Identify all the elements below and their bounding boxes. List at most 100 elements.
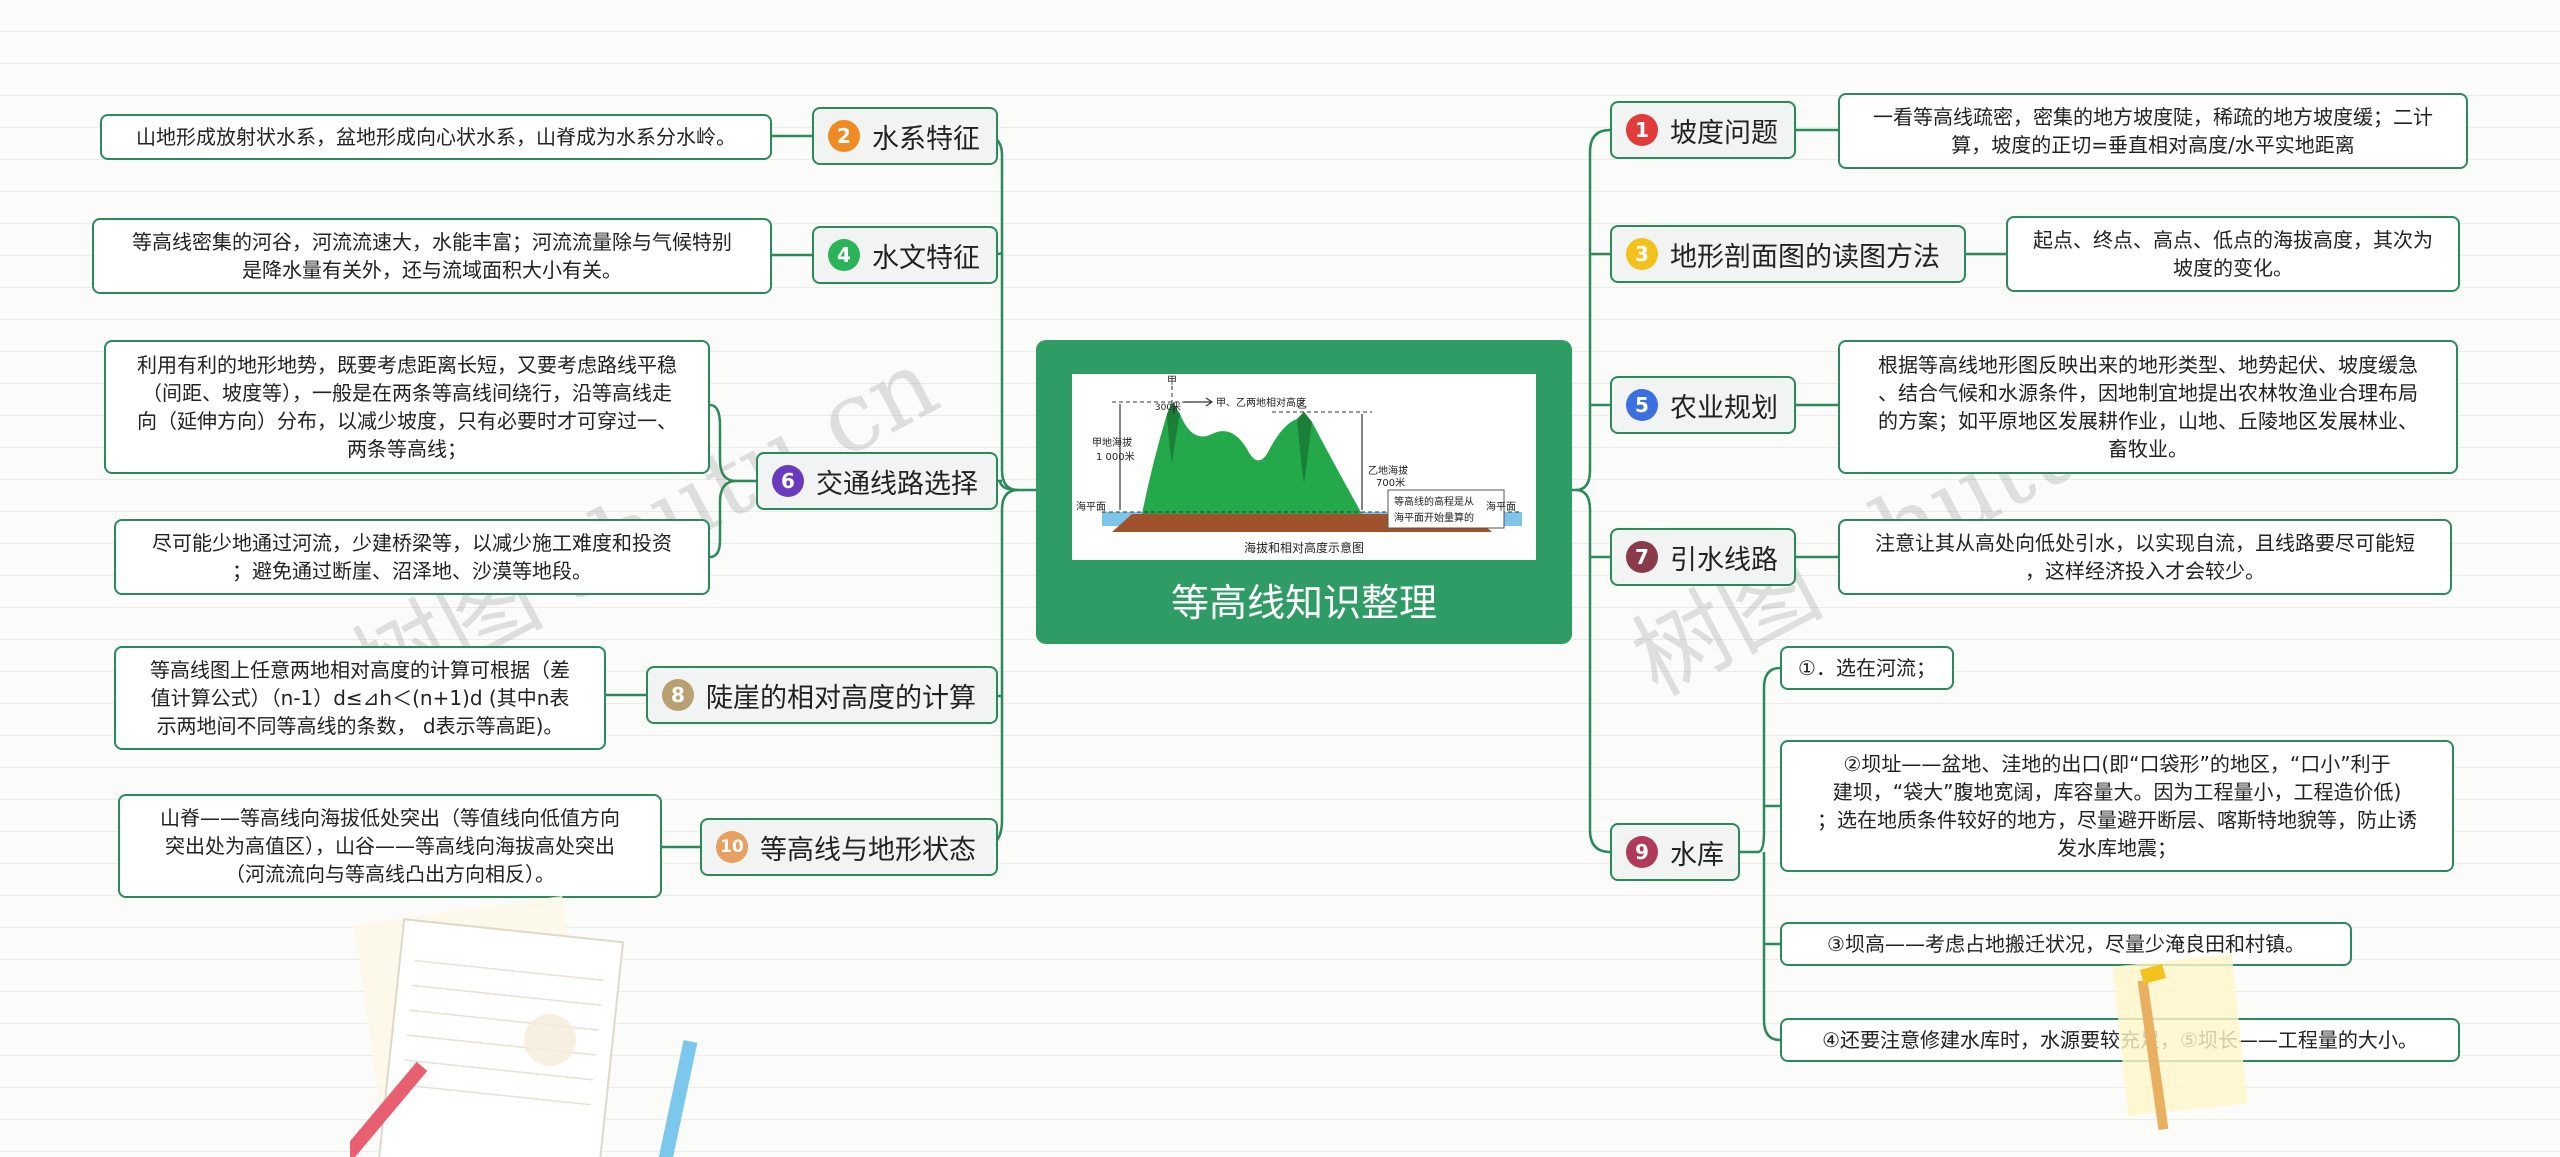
leaf-reservoir-2[interactable]: ②坝址——盆地、洼地的出口(即“口袋形”的地区，“口小”利于建坝，“袋大”腹地宽… bbox=[1780, 740, 2454, 872]
topic-profile-reading[interactable]: 3 地形剖面图的读图方法 bbox=[1610, 225, 1966, 283]
topic-landform-state[interactable]: 10 等高线与地形状态 bbox=[700, 818, 998, 876]
leaf-hydrology[interactable]: 等高线密集的河谷，河流流速大，水能丰富；河流流量除与气候特别是降水量有关外，还与… bbox=[92, 218, 772, 294]
badge-8: 8 bbox=[662, 679, 694, 711]
elevation-b-line2: 700米 bbox=[1376, 476, 1405, 489]
leaf-profile-reading[interactable]: 起点、终点、高点、低点的海拔高度，其次为坡度的变化。 bbox=[2006, 216, 2460, 292]
topic-water-system-label: 水系特征 bbox=[872, 123, 980, 155]
leaf-hydrology-line2: 是降水量有关外，还与流域面积大小有关。 bbox=[242, 258, 622, 282]
leaf-reservoir-1[interactable]: ①．选在河流； bbox=[1780, 646, 1954, 690]
leaf-transport-route-1[interactable]: 利用有利的地形地势，既要考虑距离长短，又要考虑路线平稳 （间距、坡度等），一般是在… bbox=[104, 340, 710, 474]
leaf-cliff-line3: 示两地间不同等高线的条数， d表示等高距)。 bbox=[156, 714, 564, 738]
sticky-note-decoration bbox=[2112, 954, 2248, 1130]
leaf-transport-2-line2: ；避免通过断崖、沼泽地、沙漠等地段。 bbox=[232, 559, 592, 583]
leaf-diversion-line2: ，这样经济投入才会较少。 bbox=[2025, 559, 2265, 583]
badge-6: 6 bbox=[772, 465, 804, 497]
topic-slope[interactable]: 1 坡度问题 bbox=[1610, 101, 1796, 159]
topic-transport-route-label: 交通线路选择 bbox=[816, 468, 978, 500]
elevation-illustration: 甲 乙 甲、乙两地相对高度 300米 甲地海拔 1 000米 乙地海拔 700米… bbox=[1072, 374, 1536, 560]
badge-5: 5 bbox=[1626, 389, 1658, 421]
topic-slope-label: 坡度问题 bbox=[1670, 117, 1778, 149]
topic-cliff-height-label: 陡崖的相对高度的计算 bbox=[706, 682, 976, 714]
illustration-caption: 海拔和相对高度示意图 bbox=[1244, 540, 1364, 555]
connector-trunk-right-bottom bbox=[1575, 488, 1611, 854]
leaf-transport-1-line4: 两条等高线； bbox=[347, 437, 467, 461]
connector-t9-down bbox=[1762, 852, 1781, 1042]
leaf-reservoir-1-line1: ①．选在河流； bbox=[1798, 656, 1936, 680]
leaf-agri-line2: 、结合气候和水源条件，因地制宜地提出农林牧渔业合理布局 bbox=[1878, 381, 2418, 405]
leaf-transport-1-line3: 向（延伸方向）分布，以减少坡度，只有必要时才可穿过一、 bbox=[137, 409, 677, 433]
topic-hydrology[interactable]: 4 水文特征 bbox=[812, 226, 998, 284]
leaf-transport-route-2[interactable]: 尽可能少地通过河流，少建桥梁等，以减少施工难度和投资 ；避免通过断崖、沼泽地、沙漠… bbox=[114, 519, 710, 595]
leaf-cliff-height[interactable]: 等高线图上任意两地相对高度的计算可根据（差值计算公式）（n-1）d≤⊿h＜(n+… bbox=[114, 646, 606, 750]
note-line1: 等高线的高程是从 bbox=[1394, 495, 1474, 508]
sea-level-left: 海平面 bbox=[1076, 500, 1106, 513]
topic-water-diversion[interactable]: 7 引水线路 bbox=[1610, 528, 1796, 586]
topic-water-system[interactable]: 2 水系特征 bbox=[812, 107, 998, 165]
badge-2: 2 bbox=[828, 120, 860, 152]
topic-profile-reading-label: 地形剖面图的读图方法 bbox=[1670, 241, 1940, 273]
peak-a-label: 甲 bbox=[1167, 376, 1177, 387]
connector-trunk-right-top bbox=[1572, 128, 1611, 492]
topic-reservoir[interactable]: 9 水库 bbox=[1610, 823, 1740, 881]
badge-10: 10 bbox=[716, 831, 748, 863]
leaf-reservoir-3-line1: ③坝高——考虑占地搬迁状况，尽量少淹良田和村镇。 bbox=[1827, 932, 2305, 956]
topic-landform-state-label: 等高线与地形状态 bbox=[760, 834, 976, 866]
leaf-water-system[interactable]: 山地形成放射状水系，盆地形成向心状水系，山脊成为水系分水岭。 bbox=[100, 114, 772, 160]
connector-trunk-left-top bbox=[981, 133, 1019, 492]
leaf-transport-1-line1: 利用有利的地形地势，既要考虑距离长短，又要考虑路线平稳 bbox=[137, 353, 677, 377]
relative-height-label: 甲、乙两地相对高度 bbox=[1216, 396, 1306, 409]
leaf-landform-line2: 突出处为高值区），山谷——等高线向海拔高处突出 bbox=[165, 834, 615, 858]
badge-7: 7 bbox=[1626, 541, 1658, 573]
leaf-cliff-line1: 等高线图上任意两地相对高度的计算可根据（差 bbox=[150, 658, 570, 682]
notebook-pencil-decoration bbox=[350, 895, 698, 1157]
sea-level-right: 海平面 bbox=[1486, 500, 1516, 513]
leaf-transport-2-line1: 尽可能少地通过河流，少建桥梁等，以减少施工难度和投资 bbox=[152, 531, 672, 555]
leaf-agri-line3: 的方案；如平原地区发展耕作业，山地、丘陵地区发展林业、 bbox=[1878, 409, 2418, 433]
leaf-water-system-line1: 山地形成放射状水系，盆地形成向心状水系，山脊成为水系分水岭。 bbox=[136, 125, 736, 149]
topic-cliff-height[interactable]: 8 陡崖的相对高度的计算 bbox=[646, 666, 998, 724]
connector-t9-up bbox=[1740, 666, 1781, 854]
leaf-profile-line2: 坡度的变化。 bbox=[2173, 256, 2293, 280]
leaf-reservoir-3[interactable]: ③坝高——考虑占地搬迁状况，尽量少淹良田和村镇。 bbox=[1780, 922, 2352, 966]
leaf-reservoir-2-line3: ；选在地质条件较好的地方，尽量避开断层、喀斯特地貌等，防止诱 bbox=[1817, 808, 2417, 832]
connector-t6-a bbox=[709, 403, 756, 483]
leaf-reservoir-2-line2: 建坝，“袋大”腹地宽阔，库容量大。因为工程量小，工程造价低) bbox=[1832, 780, 2402, 804]
relative-height-value: 300米 bbox=[1155, 401, 1181, 413]
leaf-reservoir-2-line1: ②坝址——盆地、洼地的出口(即“口袋形”的地区，“口小”利于 bbox=[1843, 752, 2391, 776]
note-line2: 海平面开始量算的 bbox=[1394, 511, 1474, 524]
central-topic[interactable]: 甲 乙 甲、乙两地相对高度 300米 甲地海拔 1 000米 乙地海拔 700米… bbox=[1036, 340, 1572, 644]
leaf-agri-line4: 畜牧业。 bbox=[2108, 437, 2188, 461]
central-topic-title: 等高线知识整理 bbox=[1170, 581, 1437, 625]
elevation-a-line2: 1 000米 bbox=[1096, 450, 1135, 463]
elevation-b-line1: 乙地海拔 bbox=[1368, 464, 1408, 477]
leaf-landform-line1: 山脊——等高线向海拔低处突出（等值线向低值方向 bbox=[160, 806, 620, 830]
leaf-profile-line1: 起点、终点、高点、低点的海拔高度，其次为 bbox=[2033, 228, 2433, 252]
leaf-agriculture[interactable]: 根据等高线地形图反映出来的地形类型、地势起伏、坡度缓急、结合气候和水源条件，因地… bbox=[1838, 340, 2458, 474]
leaf-slope-line1: 一看等高线疏密，密集的地方坡度陡，稀疏的地方坡度缓；二计 bbox=[1873, 105, 2433, 129]
topic-reservoir-label: 水库 bbox=[1670, 839, 1724, 871]
leaf-landform-state[interactable]: 山脊——等高线向海拔低处突出（等值线向低值方向突出处为高值区），山谷——等高线向… bbox=[118, 794, 662, 898]
topic-agriculture[interactable]: 5 农业规划 bbox=[1610, 376, 1796, 434]
leaf-diversion-line1: 注意让其从高处向低处引水，以实现自流，且线路要尽可能短 bbox=[1875, 531, 2415, 555]
leaf-slope[interactable]: 一看等高线疏密，密集的地方坡度陡，稀疏的地方坡度缓；二计算，坡度的正切=垂直相对… bbox=[1838, 93, 2468, 169]
badge-3: 3 bbox=[1626, 238, 1658, 270]
elevation-a-line1: 甲地海拔 bbox=[1092, 436, 1132, 449]
badge-4: 4 bbox=[828, 239, 860, 271]
topic-hydrology-label: 水文特征 bbox=[872, 242, 980, 274]
leaf-transport-1-line2: （间距、坡度等），一般是在两条等高线间绕行，沿等高线走 bbox=[142, 381, 672, 405]
leaf-cliff-line2: 值计算公式）（n-1）d≤⊿h＜(n+1)d (其中n表 bbox=[150, 686, 570, 710]
leaf-reservoir-2-line4: 发水库地震； bbox=[2057, 836, 2177, 860]
topic-agriculture-label: 农业规划 bbox=[1670, 392, 1778, 424]
leaf-landform-line3: （河流流向与等高线凸出方向相反）。 bbox=[225, 862, 555, 886]
connector-t6-b bbox=[709, 479, 737, 559]
badge-9: 9 bbox=[1626, 836, 1658, 868]
topic-transport-route[interactable]: 6 交通线路选择 bbox=[756, 452, 998, 510]
leaf-water-diversion[interactable]: 注意让其从高处向低处引水，以实现自流，且线路要尽可能短 ，这样经济投入才会较少。 bbox=[1838, 519, 2452, 595]
peak-b-label: 乙 bbox=[1297, 399, 1307, 411]
topic-water-diversion-label: 引水线路 bbox=[1670, 544, 1778, 576]
leaf-slope-line2: 算，坡度的正切=垂直相对高度/水平实地距离 bbox=[1951, 133, 2355, 157]
badge-1: 1 bbox=[1626, 114, 1658, 146]
leaf-agri-line1: 根据等高线地形图反映出来的地形类型、地势起伏、坡度缓急 bbox=[1878, 353, 2418, 377]
leaf-hydrology-line1: 等高线密集的河谷，河流流速大，水能丰富；河流流量除与气候特别 bbox=[132, 230, 732, 254]
